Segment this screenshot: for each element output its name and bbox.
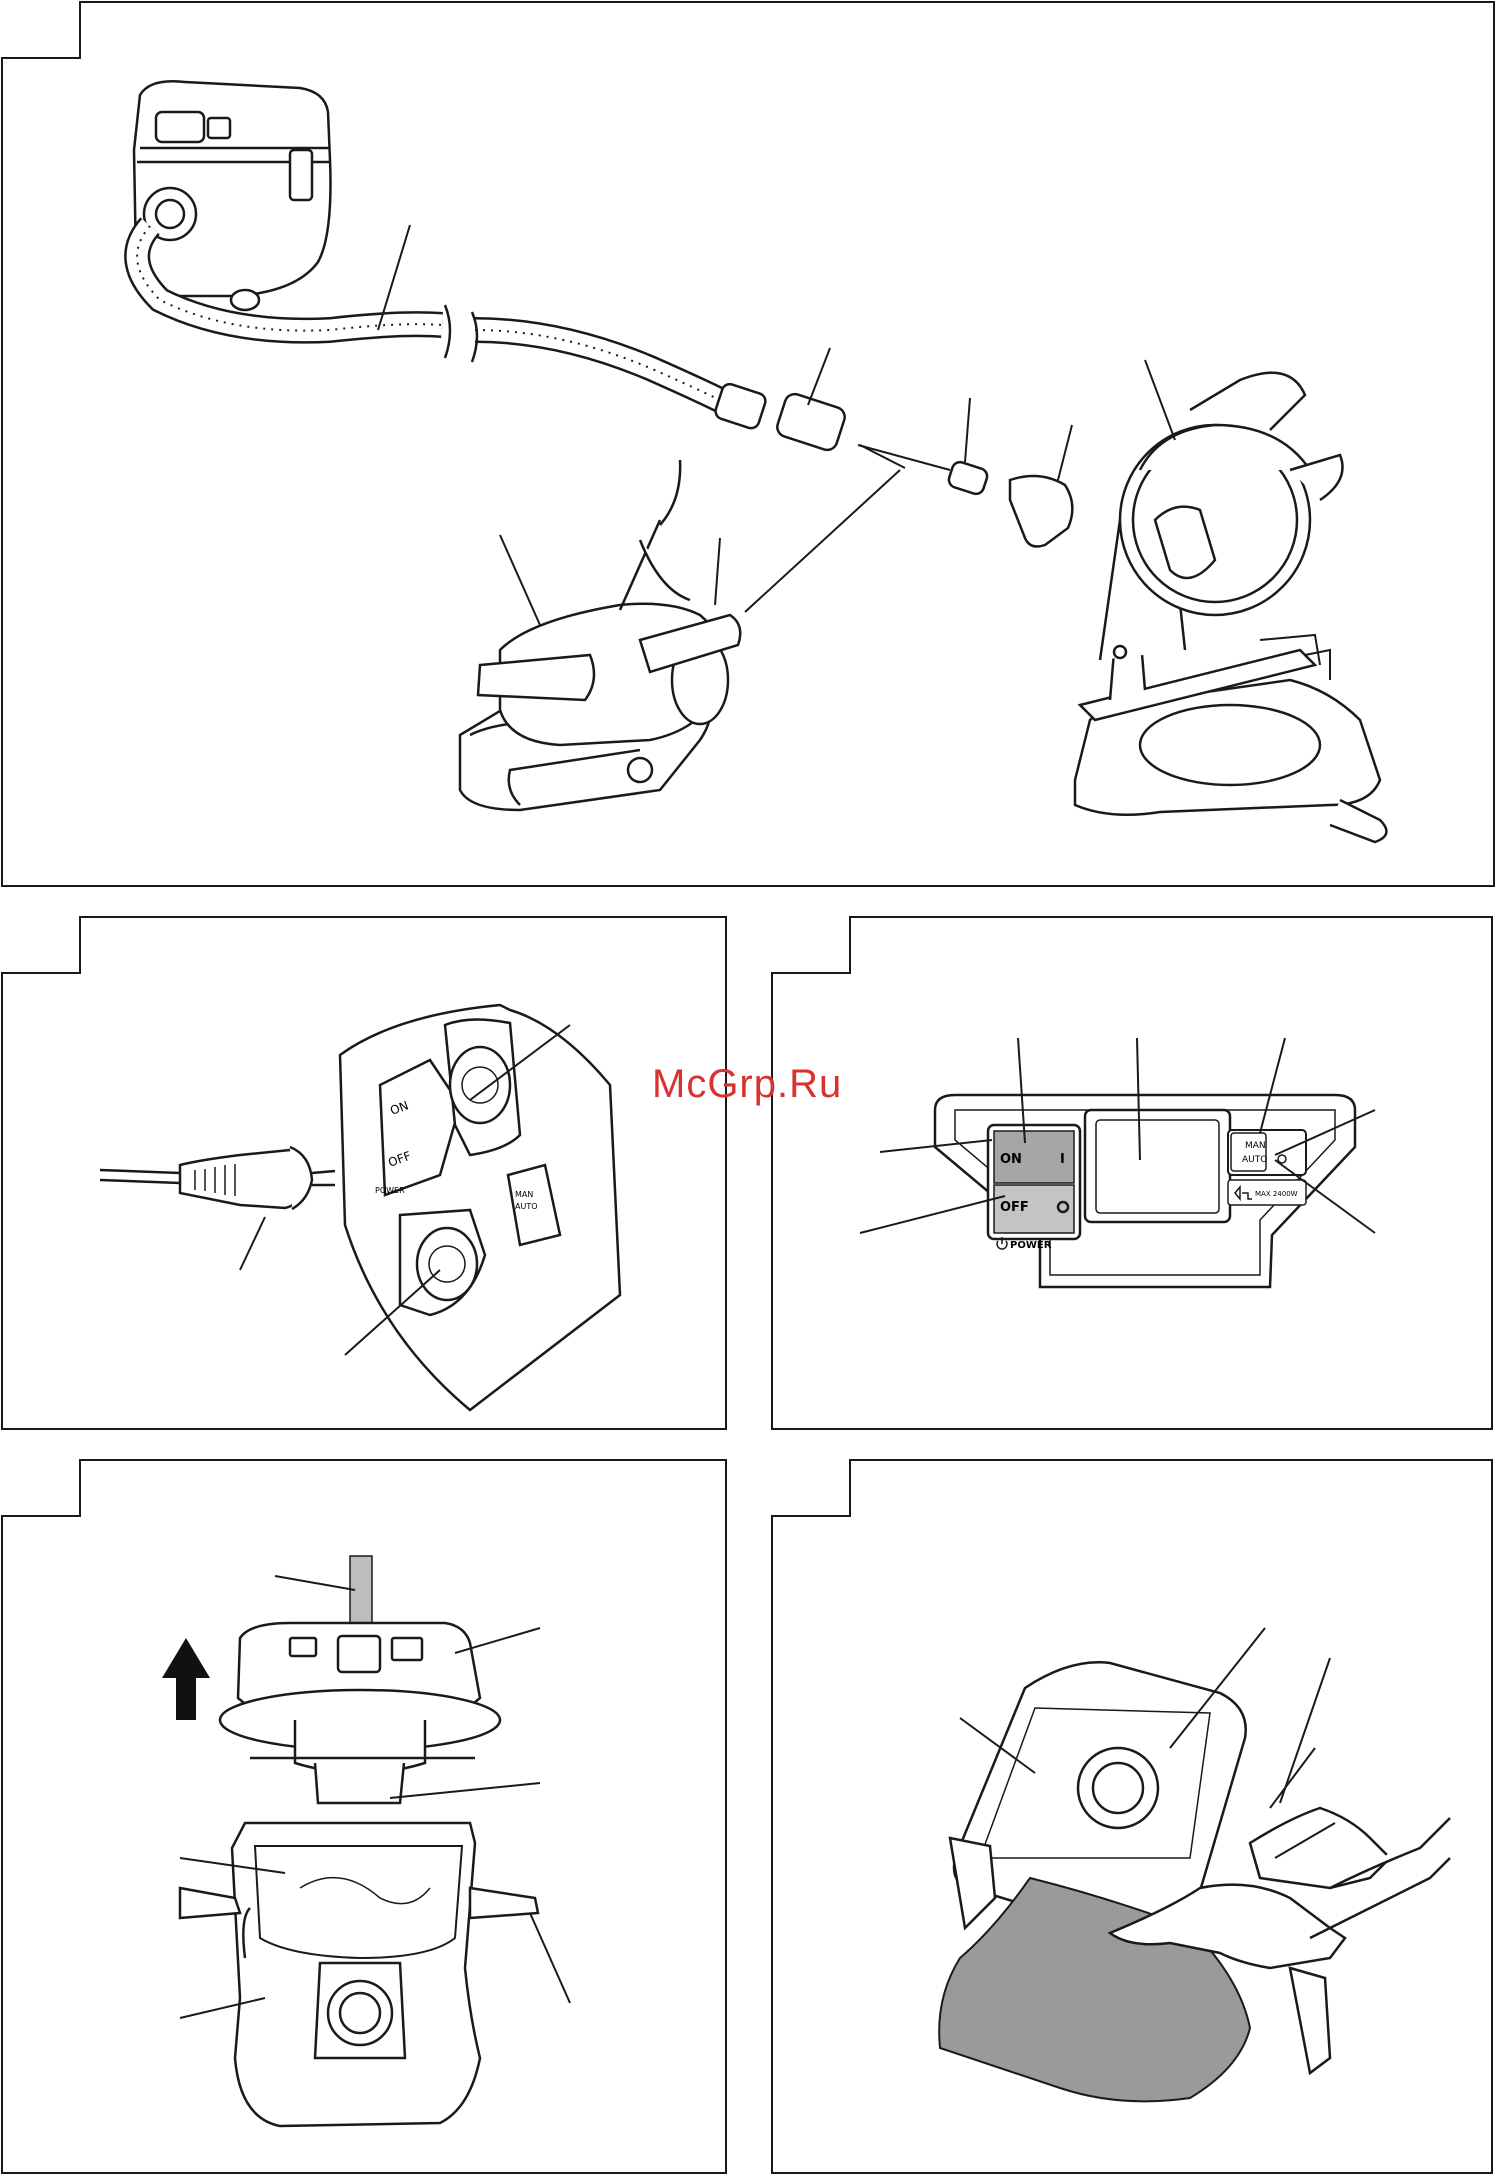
- mode-man-label: MAN: [515, 1190, 533, 1199]
- switch-on-label: ON: [1000, 1152, 1022, 1167]
- figure-5-drawing: [770, 1458, 1496, 2175]
- power-switch[interactable]: [988, 1125, 1080, 1239]
- display-window: [1085, 1110, 1230, 1222]
- mode-selector[interactable]: [1228, 1130, 1306, 1175]
- socket-housing-illustration: [340, 1005, 620, 1410]
- max-load-label: MAX 2400W: [1255, 1190, 1298, 1198]
- figure-4-drawing: [0, 1458, 730, 2175]
- mode-auto-label: AUTO: [1242, 1155, 1267, 1165]
- figure-1-drawing: [0, 0, 1496, 890]
- figure-2-drawing: ON OFF POWER MAN AUTO: [0, 915, 730, 1435]
- power-label: POWER: [1010, 1240, 1052, 1251]
- filter-bag-illustration: [255, 1846, 462, 1958]
- figure-panel-4: [0, 1458, 730, 2175]
- max-load-box: MAX 2400W: [1228, 1180, 1306, 1205]
- figure-3-drawing: ON I OFF POWER MAN AUTO MAX 2400W: [770, 915, 1496, 1435]
- vacuum-cleaner-illustration: [134, 81, 331, 310]
- figure-panel-3: ON I OFF POWER MAN AUTO MAX 2400W: [770, 915, 1496, 1435]
- watermark-text: McGrp.Ru: [652, 1062, 842, 1107]
- handle-illustration: [350, 1556, 372, 1626]
- belt-sander-illustration: [460, 520, 740, 810]
- mode-auto-label: AUTO: [515, 1202, 538, 1211]
- mode-man-label: MAN: [1245, 1141, 1266, 1151]
- plug-icon: [100, 1147, 335, 1209]
- miter-saw-illustration: [1075, 373, 1386, 842]
- switch-on-mark: I: [1060, 1152, 1065, 1167]
- figure-panel-5: [770, 1458, 1496, 2175]
- arrow-up-icon: [162, 1638, 210, 1720]
- switch-off-label: OFF: [1000, 1200, 1029, 1215]
- figure-panel-2: ON OFF POWER MAN AUTO: [0, 915, 730, 1435]
- power-label: POWER: [375, 1186, 405, 1195]
- figure-panel-1: [0, 0, 1496, 890]
